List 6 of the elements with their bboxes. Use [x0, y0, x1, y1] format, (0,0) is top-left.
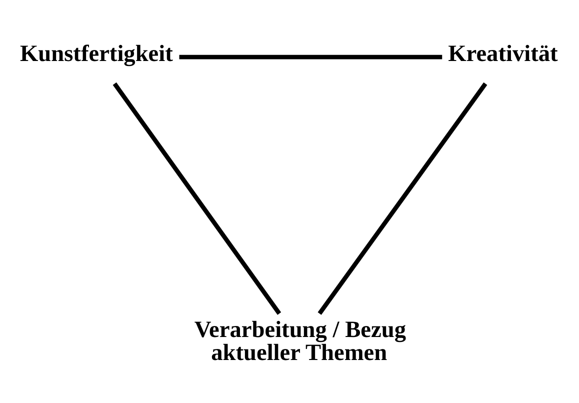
connector — [318, 82, 488, 315]
connector — [112, 82, 282, 315]
node-text: Verarbeitung / Bezug aktueller Themen — [194, 316, 406, 366]
node-text: Kreativität — [448, 41, 558, 68]
connector — [179, 54, 442, 60]
node-text: Kunstfertigkeit — [20, 41, 173, 68]
